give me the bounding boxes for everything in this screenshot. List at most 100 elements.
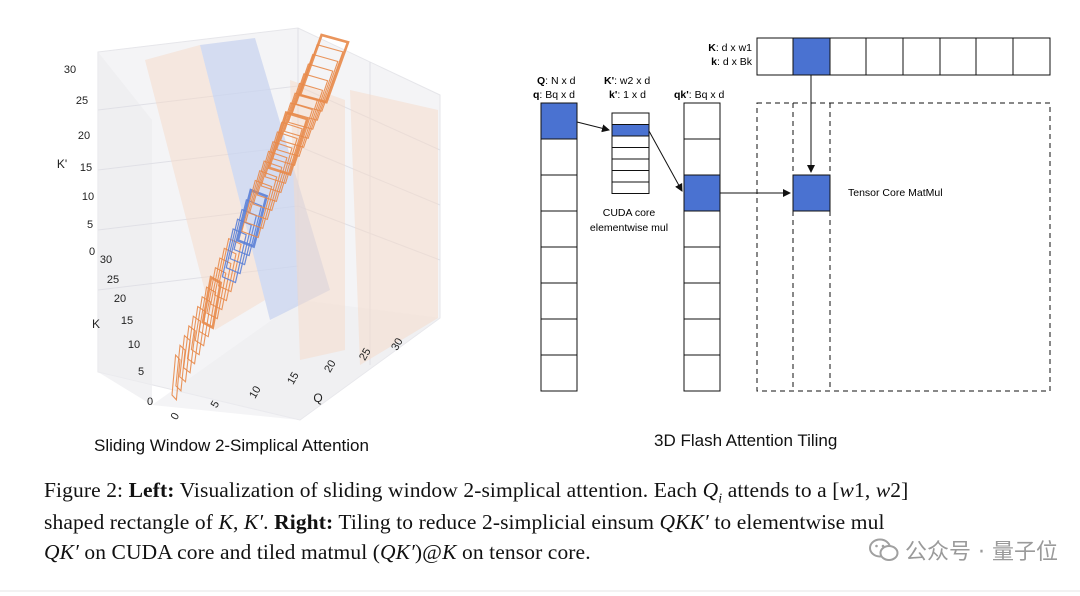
q-column [540,102,578,392]
watermark-text: 公众号 · 量子位 [905,540,1058,565]
q-axis-label: Q [313,391,322,405]
kp-cell [611,112,650,125]
window-rect [252,150,288,212]
output-dashed-region [756,102,1051,392]
arrow-q-to-kp [576,121,610,133]
q-cell [540,138,578,176]
k-tick: 30 [100,254,112,266]
window-rect [175,344,186,392]
qk-cell [683,138,721,176]
k-row [756,37,1051,76]
window-rect [194,295,212,347]
tensor-core-label: Tensor Core MatMul [848,187,943,199]
q-cell [540,210,578,248]
q-axis: 0 5 10 15 20 25 30 Q [169,336,406,422]
window-rect [210,257,232,311]
kprime-column [611,112,650,194]
q-cell [540,174,578,212]
q-cell [540,318,578,356]
cuda-label-1: CUDA core [603,207,656,219]
caption-line-3: QK′ on CUDA core and tiled matmul (QK′)@… [44,540,591,564]
kprime-tick: 15 [80,162,92,174]
watermark: 公众号 · 量子位 [869,534,1058,566]
kp-cell [611,181,650,194]
k-axis: 30 25 20 15 10 5 0 K [92,254,153,408]
qk-cell [683,282,721,320]
cuda-label-2: elementwise mul [590,222,668,234]
window-rectangles [171,33,350,402]
right-panel-title: 3D Flash Attention Tiling [654,431,838,450]
q-cell [540,282,578,320]
k-block-label: k: d x Bk [711,56,753,68]
k-tick: 5 [138,366,144,378]
kp-cell [611,147,650,160]
right-tiling-diagram: K: d x w1 k: d x Bk Q: N x d q: Bq x d K… [533,37,1051,392]
qk-cell [683,354,721,392]
caption-line-1: Figure 2: Left: Visualization of sliding… [44,478,909,507]
window-rect [225,218,252,275]
qk-cell [683,318,721,356]
q-cell [540,246,578,284]
kprime-tick: 20 [78,130,90,142]
bottom-divider [0,590,1080,592]
window-rect [214,247,237,302]
tensor-core-block [792,174,831,212]
window-rect [272,102,314,167]
left-panel-title: Sliding Window 2-Simplical Attention [94,436,369,455]
window-rect [248,160,283,221]
kp-active-row [611,124,650,137]
qk-column [683,102,721,392]
qk-cell [683,102,721,140]
kprime-axis-label: K' [57,157,67,171]
kprime-tick: 25 [76,95,88,107]
window-rect [287,63,334,130]
window-rect [171,353,181,402]
q-active-block [540,102,578,140]
window-rect [221,228,247,284]
qk-active-block [683,174,721,212]
q-cell [540,354,578,392]
k-tick: 15 [121,315,133,327]
k-active-block [792,37,831,76]
arrow-kp-to-qk [648,130,683,192]
plane-orange-3 [350,90,438,365]
window-rect [233,199,263,257]
k-tick: 20 [114,293,126,305]
q-tick: 30 [389,336,406,353]
window-rect [291,53,339,121]
q-tick: 10 [247,384,264,401]
left-3d-plot: 30 25 20 15 10 5 0 K' 30 25 20 15 10 5 0… [57,27,441,422]
q-tick: 5 [209,399,222,410]
plot-left-pane [98,52,152,405]
k-dim-label: K: d x w1 [708,42,752,54]
kp-cell [611,135,650,148]
window-rect [260,131,298,194]
window-rect [256,140,293,203]
q-dim-label: Q: N x d [537,75,576,87]
qk-block-label: qk': Bq x d [674,89,725,101]
window-rect [206,266,227,320]
window-rect [279,82,324,148]
window-rect [267,110,309,176]
q-tick: 0 [169,411,182,422]
qk-cell [683,246,721,284]
q-tick: 25 [357,346,374,363]
kprime-tick: 10 [82,191,94,203]
qk-cell [683,210,721,248]
kprime-axis: 30 25 20 15 10 5 0 K' [57,64,95,258]
window-rect [241,179,273,239]
window-rect [245,170,278,230]
window-rect [298,33,350,104]
q-block-label: q: Bq x d [533,89,575,101]
kp-cell [611,170,650,183]
q-tick: 20 [322,358,339,375]
window-rect [236,188,269,249]
kprime-tick: 30 [64,64,76,76]
window-rect [217,237,242,293]
wechat-icon [869,538,899,561]
window-rect [283,73,329,139]
kp-dim-label: K': w2 x d [604,75,650,87]
kprime-tick: 5 [87,219,93,231]
kp-cell [611,158,650,171]
